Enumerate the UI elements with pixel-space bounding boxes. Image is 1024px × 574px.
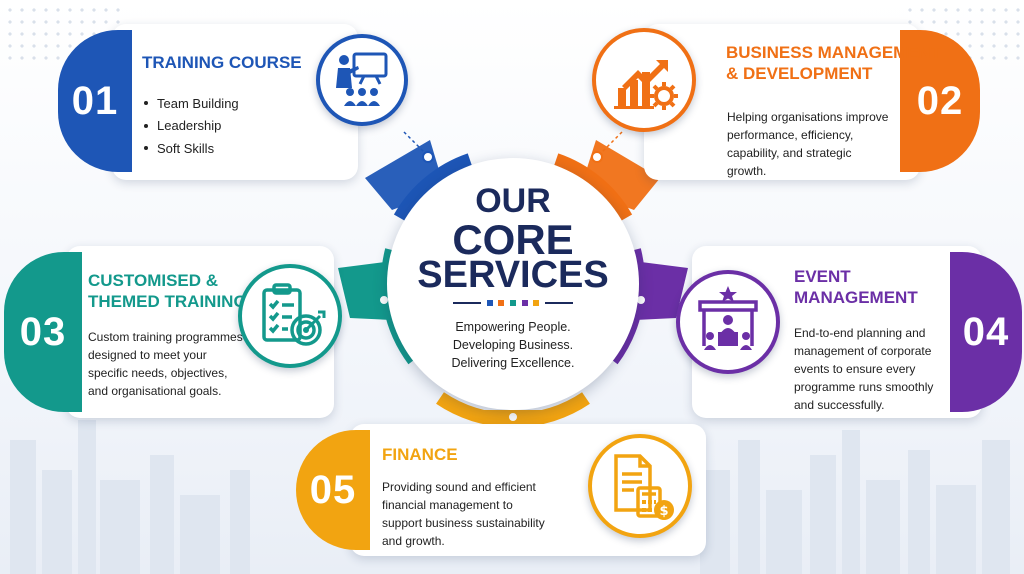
- hub-title-line-2: CORE: [452, 216, 574, 263]
- core-services-hub: OUR CORE SERVICES Empowering People. Dev…: [387, 158, 639, 410]
- service-title-04: EVENT MANAGEMENT: [794, 267, 918, 307]
- service-number-04: 04: [950, 252, 1022, 412]
- service-title-03: CUSTOMISED & THEMED TRAINING: [88, 271, 247, 311]
- service-icon-badge-05: $: [588, 434, 692, 538]
- hub-title-line-1: OUR: [475, 182, 551, 220]
- hub-tagline: Empowering People. Developing Business. …: [451, 320, 575, 370]
- service-icon-badge-01: [316, 34, 408, 126]
- bullet-item: Soft Skills: [144, 137, 239, 160]
- event-stage-icon: [698, 286, 758, 350]
- bullet-item: Team Building: [144, 92, 239, 115]
- service-description-04: End-to-end planning and management of co…: [794, 326, 934, 412]
- hub-title-line-3: SERVICES: [417, 254, 609, 296]
- service-description-02: Helping organisations improve performanc…: [727, 110, 889, 178]
- service-title-02: BUSINESS MANAGEMENT & DEVELOPMENT: [726, 43, 942, 83]
- service-description-03: Custom training programmes designed to m…: [88, 330, 243, 398]
- service-number-03: 03: [4, 252, 82, 412]
- service-card-training-course: [112, 24, 358, 180]
- service-icon-badge-02: [592, 28, 696, 132]
- service-icon-badge-03: [238, 264, 342, 368]
- service-bullets-01: Team Building Leadership Soft Skills: [144, 92, 239, 160]
- service-icon-badge-04: [676, 270, 780, 374]
- service-description-05: Providing sound and efficient financial …: [382, 480, 545, 548]
- trainer-presentation-icon: [336, 52, 388, 106]
- finance-calculator-icon: $: [614, 454, 674, 520]
- service-number-01: 01: [58, 30, 132, 172]
- checklist-target-icon: [262, 283, 326, 346]
- service-title-01: TRAINING COURSE: [142, 53, 302, 72]
- service-title-05: FINANCE: [382, 445, 458, 464]
- growth-chart-gear-icon: [614, 60, 678, 110]
- svg-text:$: $: [659, 504, 668, 519]
- hub-color-bar: [453, 300, 573, 306]
- bullet-item: Leadership: [144, 115, 239, 138]
- service-number-02: 02: [900, 30, 980, 172]
